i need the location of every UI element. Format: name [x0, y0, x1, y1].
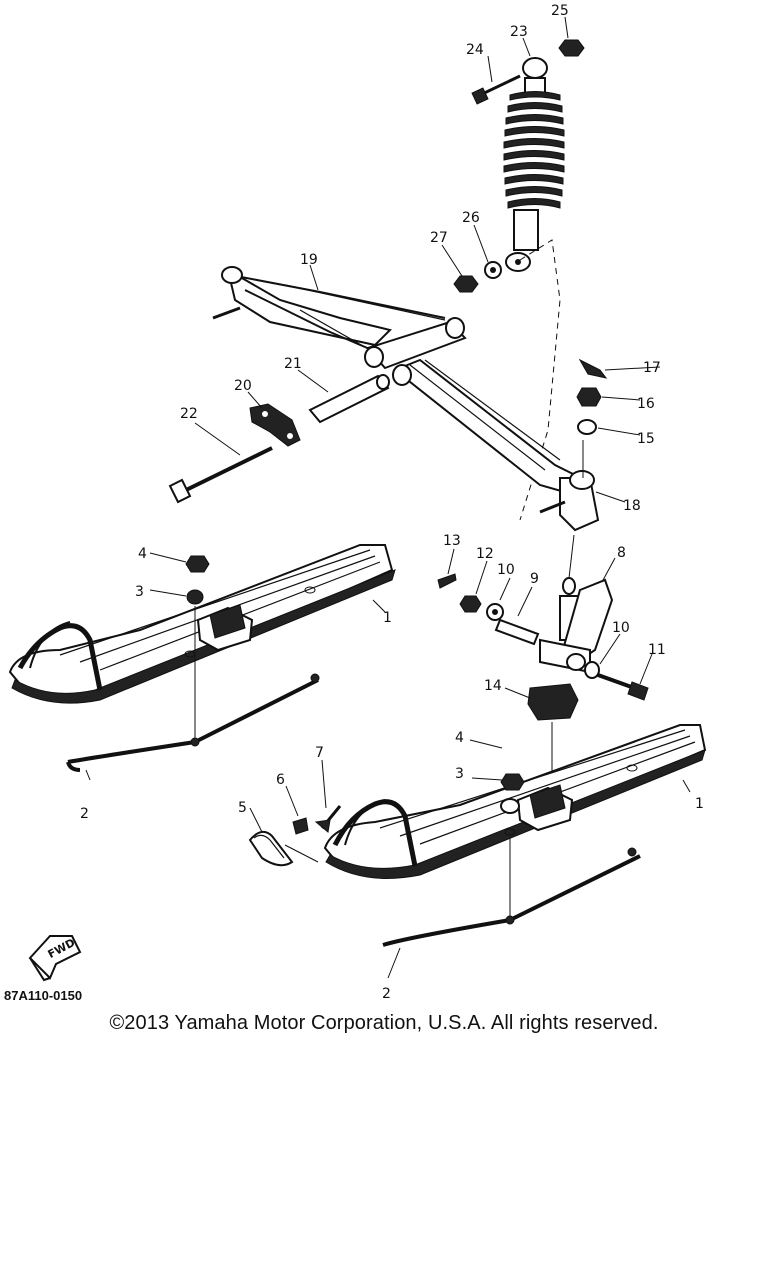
- ski-right: [323, 724, 707, 879]
- part-label: 18: [623, 498, 641, 514]
- part-label: 8: [617, 545, 626, 561]
- part-label: 9: [530, 571, 539, 587]
- part-label: 1: [383, 610, 392, 626]
- part-label: 15: [637, 431, 655, 447]
- bushing-15: [577, 419, 597, 435]
- part-label: 2: [382, 986, 391, 1002]
- a-arm: [212, 266, 600, 532]
- cotter-pin-17: [578, 358, 608, 379]
- tip-5: [248, 830, 294, 867]
- part-label: 26: [462, 210, 480, 226]
- part-label: 24: [466, 42, 484, 58]
- part-label: 21: [284, 356, 302, 372]
- part-label: 4: [455, 730, 464, 746]
- part-label: 19: [300, 252, 318, 268]
- part-label: 7: [315, 745, 324, 761]
- nut-6: [292, 817, 309, 835]
- part-label: 16: [637, 396, 655, 412]
- part-label: 17: [643, 360, 661, 376]
- part-label: 20: [234, 378, 252, 394]
- washer-10b: [584, 661, 600, 679]
- exploded-view-diagram: FWD 1 1: [4, 3, 707, 1003]
- pin-9: [494, 618, 540, 646]
- copyright-notice: ©2013 Yamaha Motor Corporation, U.S.A. A…: [109, 1012, 659, 1034]
- washer-3-left: [186, 589, 204, 605]
- nut-27: [453, 275, 479, 293]
- part-label: 13: [443, 533, 461, 549]
- ski-left: [8, 544, 396, 704]
- bolt-7: [314, 805, 342, 833]
- part-label: 22: [180, 406, 198, 422]
- part-label: 3: [455, 766, 464, 782]
- bolt-11: [597, 673, 649, 701]
- skag-right: [382, 847, 641, 947]
- part-number-labels: 1 1 2 2 3 3 4 4 5 6 7 8 9 10 10 11 12 13…: [80, 3, 704, 1002]
- part-label: 5: [238, 800, 247, 816]
- nut-25: [558, 39, 585, 57]
- figure-code: 87A110-0150: [4, 988, 82, 1003]
- part-label: 27: [430, 230, 448, 246]
- part-label: 11: [648, 642, 666, 658]
- part-label: 6: [276, 772, 285, 788]
- part-label: 23: [510, 24, 528, 40]
- washer-3-right: [500, 798, 520, 814]
- part-label: 25: [551, 3, 569, 19]
- part-label: 4: [138, 546, 147, 562]
- spindle: [539, 577, 614, 674]
- cotter-pin-13: [437, 573, 457, 589]
- skag-left: [66, 673, 320, 772]
- nut-12: [459, 595, 482, 613]
- part-label: 1: [695, 796, 704, 812]
- fwd-arrow-icon: FWD: [28, 935, 82, 982]
- nut-4-right: [500, 773, 525, 791]
- bracket-20: [249, 403, 301, 447]
- part-label: 12: [476, 546, 494, 562]
- nut-16: [576, 387, 602, 407]
- part-label: 10: [612, 620, 630, 636]
- bolt-24: [471, 74, 521, 105]
- nut-4-left: [185, 555, 210, 573]
- cushion-14: [527, 683, 579, 721]
- part-label: 3: [135, 584, 144, 600]
- part-label: 10: [497, 562, 515, 578]
- leader-lines: [85, 16, 691, 979]
- part-label: 14: [484, 678, 502, 694]
- shock-absorber: [503, 57, 565, 272]
- bolt-22: [168, 446, 273, 504]
- part-label: 2: [80, 806, 89, 822]
- shaft-21: [308, 374, 390, 424]
